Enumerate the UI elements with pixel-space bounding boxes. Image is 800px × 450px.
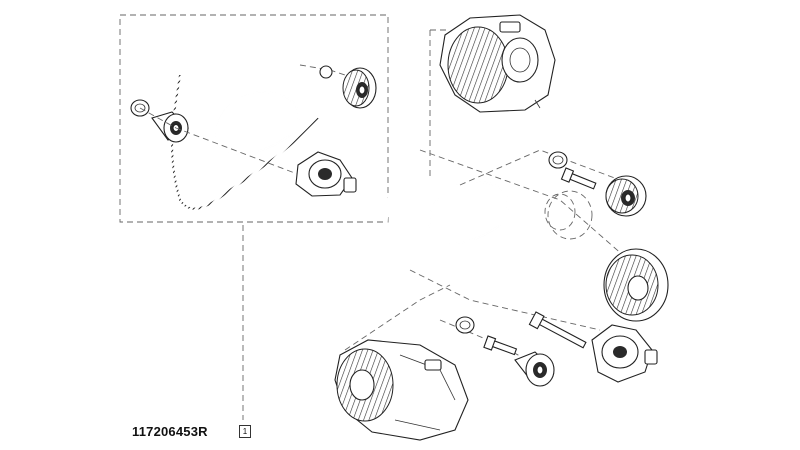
inset-drive-belt — [170, 28, 325, 211]
idler-cap — [548, 151, 568, 169]
main-drive-belt — [384, 119, 531, 297]
ghost-pulley-outline — [544, 190, 593, 240]
ac-compressor — [334, 339, 469, 441]
crankshaft-pulley — [603, 248, 669, 322]
tensioner-roller — [514, 351, 555, 387]
inset-tensioner-pulley — [319, 65, 377, 109]
alternator — [439, 14, 556, 113]
tensioner-bolt — [483, 335, 518, 356]
pump-bolt — [528, 311, 587, 349]
callout-number-box: 1 — [239, 425, 251, 438]
part-number-label: 117206453R — [132, 424, 208, 439]
idler-bolt — [560, 167, 597, 190]
inset-water-pump — [295, 151, 357, 197]
water-pump — [591, 324, 658, 383]
inset-frame — [119, 14, 389, 223]
idler-pulley — [605, 175, 647, 217]
tensioner-cap — [455, 316, 475, 334]
inset-idler-roller — [151, 111, 189, 143]
